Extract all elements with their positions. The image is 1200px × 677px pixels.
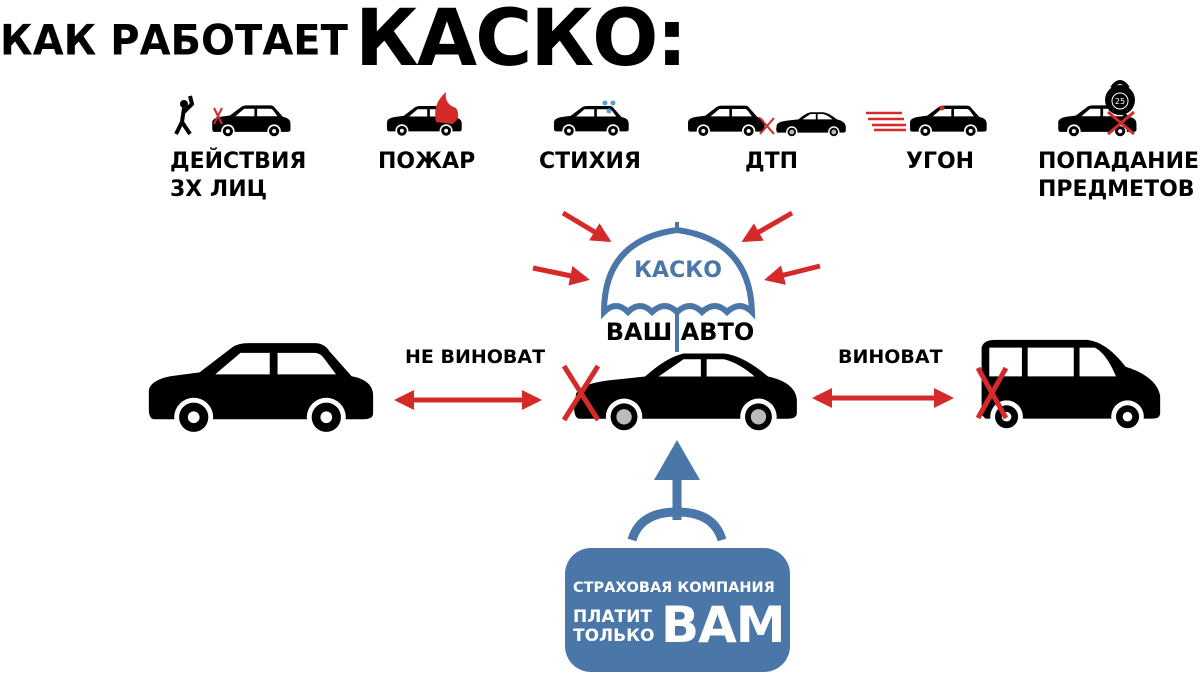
x-mark-icon xyxy=(975,366,1009,420)
umbrella-icon xyxy=(600,222,756,352)
weather-car-icon xyxy=(553,100,629,138)
insurer-box: СТРАХОВАЯ КОМПАНИЯ ПЛАТИТ ТОЛЬКО ВАМ xyxy=(565,548,790,672)
your-car xyxy=(574,353,797,436)
insurer-line1: СТРАХОВАЯ КОМПАНИЯ xyxy=(573,580,775,596)
title-main: КАСКО: xyxy=(355,0,688,84)
falling-weight-car-icon: 25 xyxy=(1058,80,1137,138)
x-mark-icon xyxy=(561,364,601,422)
umbrella-label: КАСКО xyxy=(634,258,722,283)
risk-label-accident: ДТП xyxy=(745,149,799,174)
insurer-line2: ПЛАТИТ ТОЛЬКО xyxy=(573,608,654,646)
risk-label-third-parties: ДЕЙСТВИЯ 3Х ЛИЦ xyxy=(170,149,307,202)
your-car-label: ВАШ АВТО xyxy=(605,318,755,346)
theft-car-icon xyxy=(866,105,987,138)
vandal-car-icon xyxy=(174,95,291,138)
not-guilty-label: НЕ ВИНОВАТ xyxy=(405,346,546,368)
payment-arrow-icon xyxy=(627,440,727,542)
other-van-right xyxy=(981,339,1161,434)
title-prefix: КАК РАБОТАЕТ xyxy=(0,16,348,66)
risk-arrows xyxy=(532,210,821,286)
other-car-left xyxy=(148,343,374,437)
insurer-pays: ПЛАТИТ xyxy=(573,607,652,627)
weight-label: 25 xyxy=(1115,97,1125,106)
risk-label-theft: УГОН xyxy=(906,149,975,174)
risk-label-fire: ПОЖАР xyxy=(378,149,476,174)
collision-icon xyxy=(688,105,846,138)
fire-car-icon xyxy=(386,92,462,138)
guilty-label: ВИНОВАТ xyxy=(838,346,943,368)
risk-label-falling-objects: ПОПАДАНИЕ ПРЕДМЕТОВ xyxy=(1038,149,1200,202)
insurer-you: ВАМ xyxy=(661,596,786,654)
insurer-only: ТОЛЬКО xyxy=(573,626,655,646)
risk-label-weather: СТИХИЯ xyxy=(539,149,641,174)
